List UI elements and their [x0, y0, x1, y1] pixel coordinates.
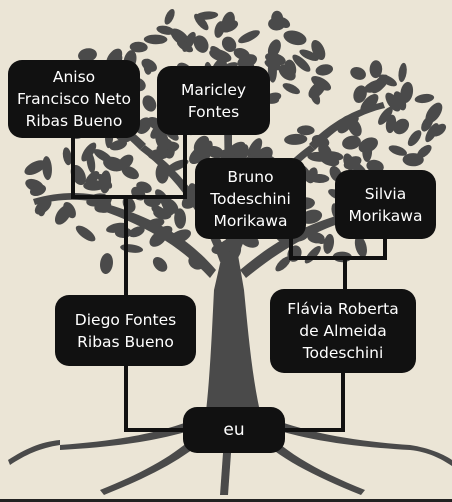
- person-silvia-morikawa[interactable]: Silvia Morikawa: [335, 170, 436, 239]
- leaf: [379, 74, 397, 87]
- connector-aniso-maricley: [71, 128, 187, 199]
- leaf: [347, 118, 362, 137]
- leaf: [188, 254, 205, 270]
- leaf: [143, 34, 168, 45]
- leaf: [164, 9, 175, 25]
- leaf: [398, 62, 407, 83]
- leaf: [141, 58, 157, 72]
- bottom-border: [0, 499, 452, 502]
- leaf: [121, 166, 139, 180]
- leaf: [106, 222, 128, 233]
- leaf: [174, 208, 187, 229]
- person-bruno-todeschini-morikawa[interactable]: Bruno Todeschini Morikawa: [195, 158, 306, 239]
- leaf: [366, 159, 384, 173]
- leaf: [100, 253, 113, 275]
- leaf: [369, 60, 383, 79]
- leaf: [362, 140, 373, 162]
- leaf: [425, 123, 439, 143]
- leaf: [425, 102, 443, 124]
- leaf: [75, 225, 96, 242]
- leaf: [94, 200, 112, 213]
- connector-bruno-silvia: [289, 234, 387, 260]
- leaf: [283, 30, 307, 46]
- leaf: [193, 35, 209, 53]
- leaf: [29, 184, 47, 197]
- leaf: [129, 41, 148, 53]
- leaf: [97, 173, 113, 189]
- leaf: [83, 180, 106, 191]
- leaf: [299, 49, 319, 61]
- leaf: [350, 66, 366, 80]
- leaf: [238, 30, 260, 44]
- person-flavia-roberta-de-almeida-todeschini[interactable]: Flávia Roberta de Almeida Todeschini: [270, 289, 416, 373]
- leaf: [155, 128, 170, 152]
- leaf: [385, 92, 401, 112]
- leaf: [268, 17, 285, 31]
- person-eu[interactable]: eu: [183, 407, 285, 453]
- leaf: [155, 162, 169, 184]
- person-diego-fontes-ribas-bueno[interactable]: Diego Fontes Ribas Bueno: [55, 295, 196, 366]
- leaf: [378, 106, 393, 125]
- leaf: [342, 135, 361, 150]
- leaf: [323, 233, 335, 254]
- leaf: [142, 95, 157, 112]
- leaf: [292, 54, 311, 72]
- leaf: [168, 229, 192, 244]
- leaf: [228, 141, 246, 155]
- leaf: [297, 125, 315, 136]
- leaf: [284, 133, 308, 145]
- leaf: [103, 156, 125, 172]
- leaf: [221, 36, 237, 52]
- leaf: [311, 39, 326, 61]
- leaf: [201, 140, 213, 163]
- leaf: [153, 208, 172, 220]
- leaf: [24, 160, 46, 175]
- leaf: [407, 130, 422, 147]
- leaf: [109, 139, 128, 151]
- leaf: [62, 147, 72, 166]
- person-aniso-francisco-neto-ribas-bueno[interactable]: Aniso Francisco Neto Ribas Bueno: [8, 60, 140, 138]
- leaf: [63, 201, 76, 219]
- leaf: [282, 83, 300, 95]
- leaf: [221, 11, 235, 33]
- leaf: [147, 148, 171, 160]
- leaf: [393, 118, 410, 135]
- leaf: [275, 256, 291, 272]
- leaf: [267, 58, 277, 83]
- leaf: [353, 85, 367, 104]
- leaf: [149, 230, 168, 247]
- leaf: [354, 235, 367, 258]
- connector-diego-eu: [124, 362, 187, 432]
- leaf: [311, 134, 330, 148]
- leaf: [195, 11, 219, 20]
- leaf: [210, 46, 228, 64]
- leaf: [37, 198, 47, 217]
- leaf: [156, 25, 175, 35]
- leaf: [309, 173, 330, 184]
- leaf: [278, 64, 296, 81]
- leaf: [310, 231, 326, 244]
- leaf: [146, 218, 165, 229]
- leaf: [414, 93, 435, 104]
- leaf: [214, 21, 225, 38]
- leaf: [224, 251, 234, 275]
- leaf: [360, 94, 379, 113]
- leaf: [219, 238, 242, 251]
- leaf: [388, 145, 407, 156]
- leaf: [417, 144, 432, 159]
- leaf: [315, 64, 334, 76]
- leaf: [152, 257, 168, 272]
- person-maricley-fontes[interactable]: Maricley Fontes: [157, 66, 270, 135]
- leaf: [310, 89, 321, 105]
- leaf: [176, 40, 194, 53]
- leaf: [78, 48, 97, 62]
- leaf: [81, 142, 97, 162]
- leaf: [343, 156, 362, 170]
- leaf: [237, 54, 258, 69]
- leaf: [128, 226, 145, 238]
- connector-flavia-eu: [283, 370, 345, 432]
